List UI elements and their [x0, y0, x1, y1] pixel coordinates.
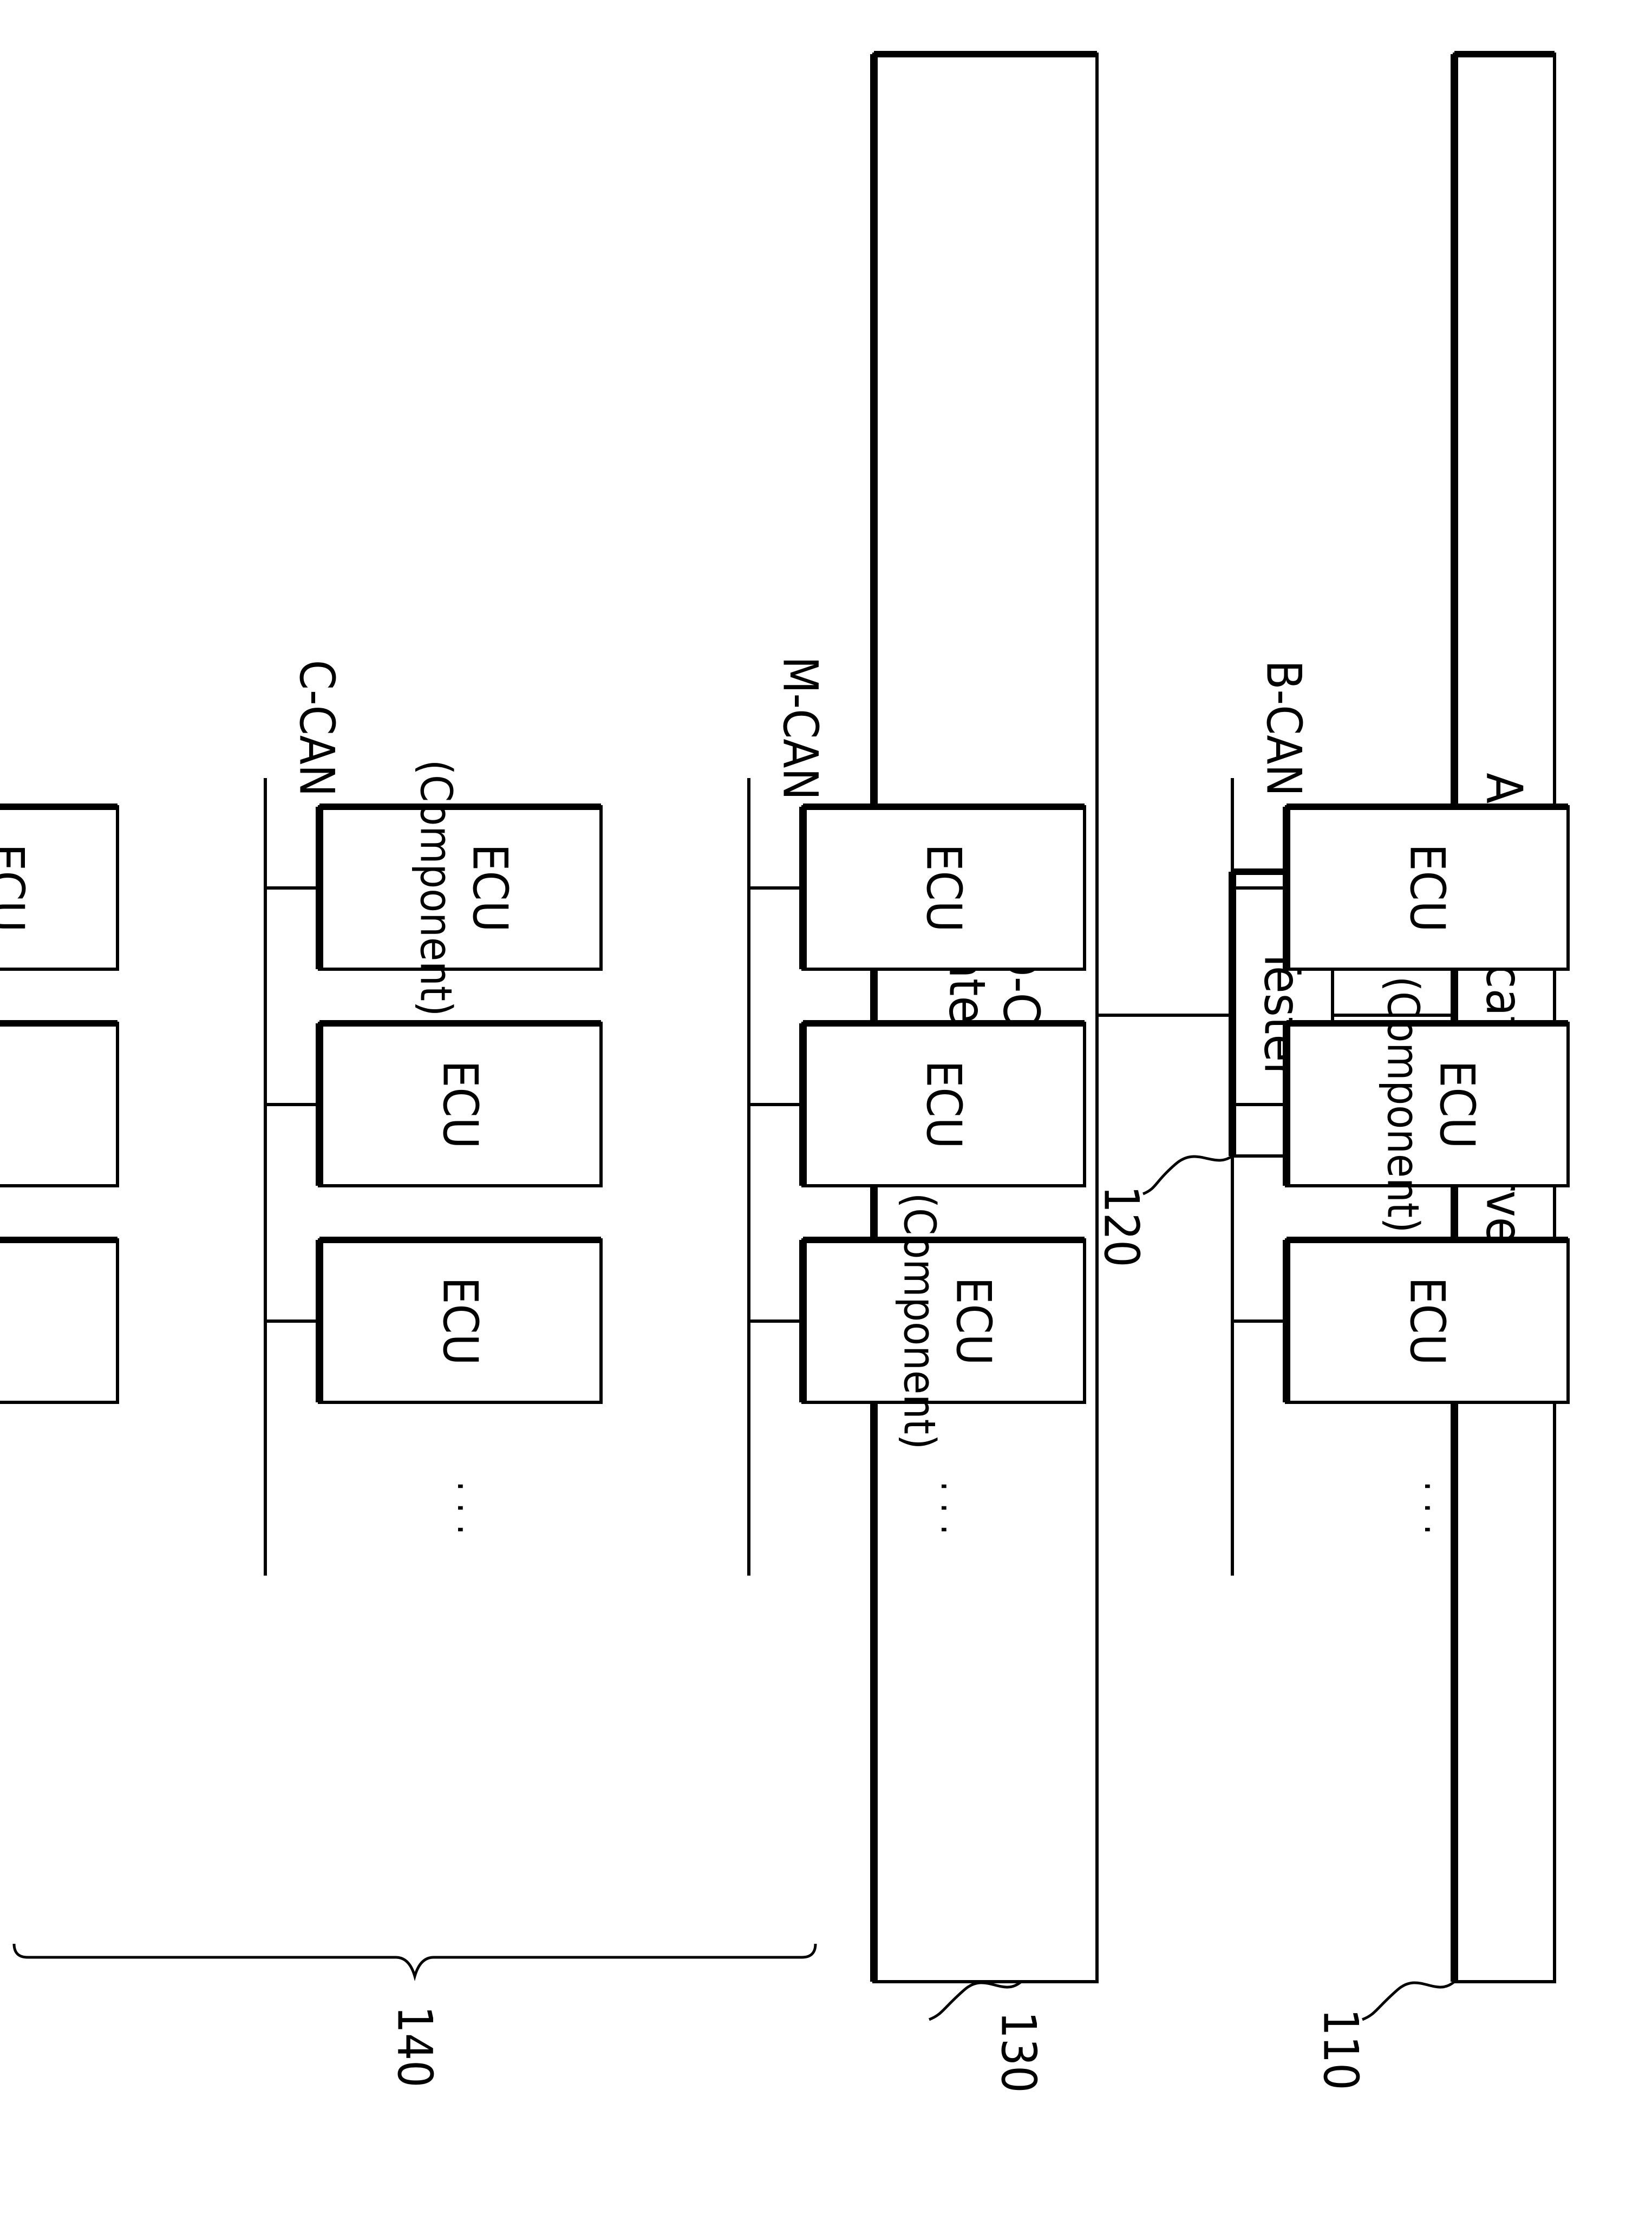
more-ecus-ellipsis: · · · [1405, 1481, 1449, 1535]
ecu-box: ECU [1232, 1240, 1568, 1402]
bus-label: B-CAN [1256, 660, 1312, 796]
bus-c-can: C-CANECU(Component)ECUECU· · · [265, 660, 601, 1576]
ecu-box: ECU [0, 1240, 117, 1402]
can-buses: B-CANECUECU(Component)ECU· · ·M-CANECUEC… [0, 656, 1568, 1576]
ecu-box: ECU [749, 807, 1085, 969]
ecu-box: ECU [749, 1023, 1085, 1186]
bus-label: M-CAN [773, 656, 828, 800]
tester-leader-line [1143, 1156, 1232, 1194]
server-leader-line [1362, 1982, 1454, 2020]
ecu-label: ECU [0, 844, 35, 932]
ecu-label: ECU [916, 844, 972, 932]
ecu-label: ECU [433, 1277, 488, 1365]
component-label: (Component) [1378, 976, 1428, 1233]
ecu-box: ECU [0, 1023, 117, 1186]
tester-ref-numeral: 120 [1094, 1185, 1150, 1267]
ecu-component-box: ECU(Component) [265, 760, 601, 1016]
component-label: (Component) [411, 760, 461, 1016]
ecu-box: ECU [265, 1023, 601, 1186]
server-ref-numeral: 110 [1313, 2008, 1369, 2090]
ecu-label: ECU [916, 1060, 972, 1148]
ecu-label: ECU [1429, 1060, 1485, 1148]
ecu-label: ECU [1400, 1277, 1455, 1365]
ecu-label: ECU [0, 1060, 5, 1148]
ecu-label: ECU [0, 1277, 5, 1365]
ecu-label: ECU [462, 844, 518, 932]
ecu-box: ECU [265, 1240, 601, 1402]
rotated-diagram-layer: Authentication Server 110 Tester 120 D-C… [0, 54, 1568, 2093]
component-label: (Component) [894, 1193, 945, 1449]
ecu-component-box: ECU(Component) [0, 760, 117, 1016]
ecu-label: ECU [1400, 844, 1455, 932]
ecu-group-ref-numeral: 140 [387, 2006, 443, 2087]
ecu-box: ECU [1232, 807, 1568, 969]
gateway-ref-numeral: 130 [991, 2011, 1047, 2093]
ecu-label: ECU [433, 1060, 488, 1148]
more-ecus-ellipsis: · · · [922, 1481, 966, 1535]
bus-p-can: P-CANECU(Component)ECUECU· · · [0, 662, 117, 1576]
gateway: D-CAN Gateway [874, 54, 1097, 1982]
bus-label: C-CAN [289, 660, 345, 797]
authentication-server: Authentication Server [1454, 54, 1555, 1982]
more-ecus-ellipsis: · · · [438, 1481, 482, 1535]
ecu-label: ECU [946, 1277, 1002, 1365]
ecu-group-brace [14, 1944, 815, 1976]
